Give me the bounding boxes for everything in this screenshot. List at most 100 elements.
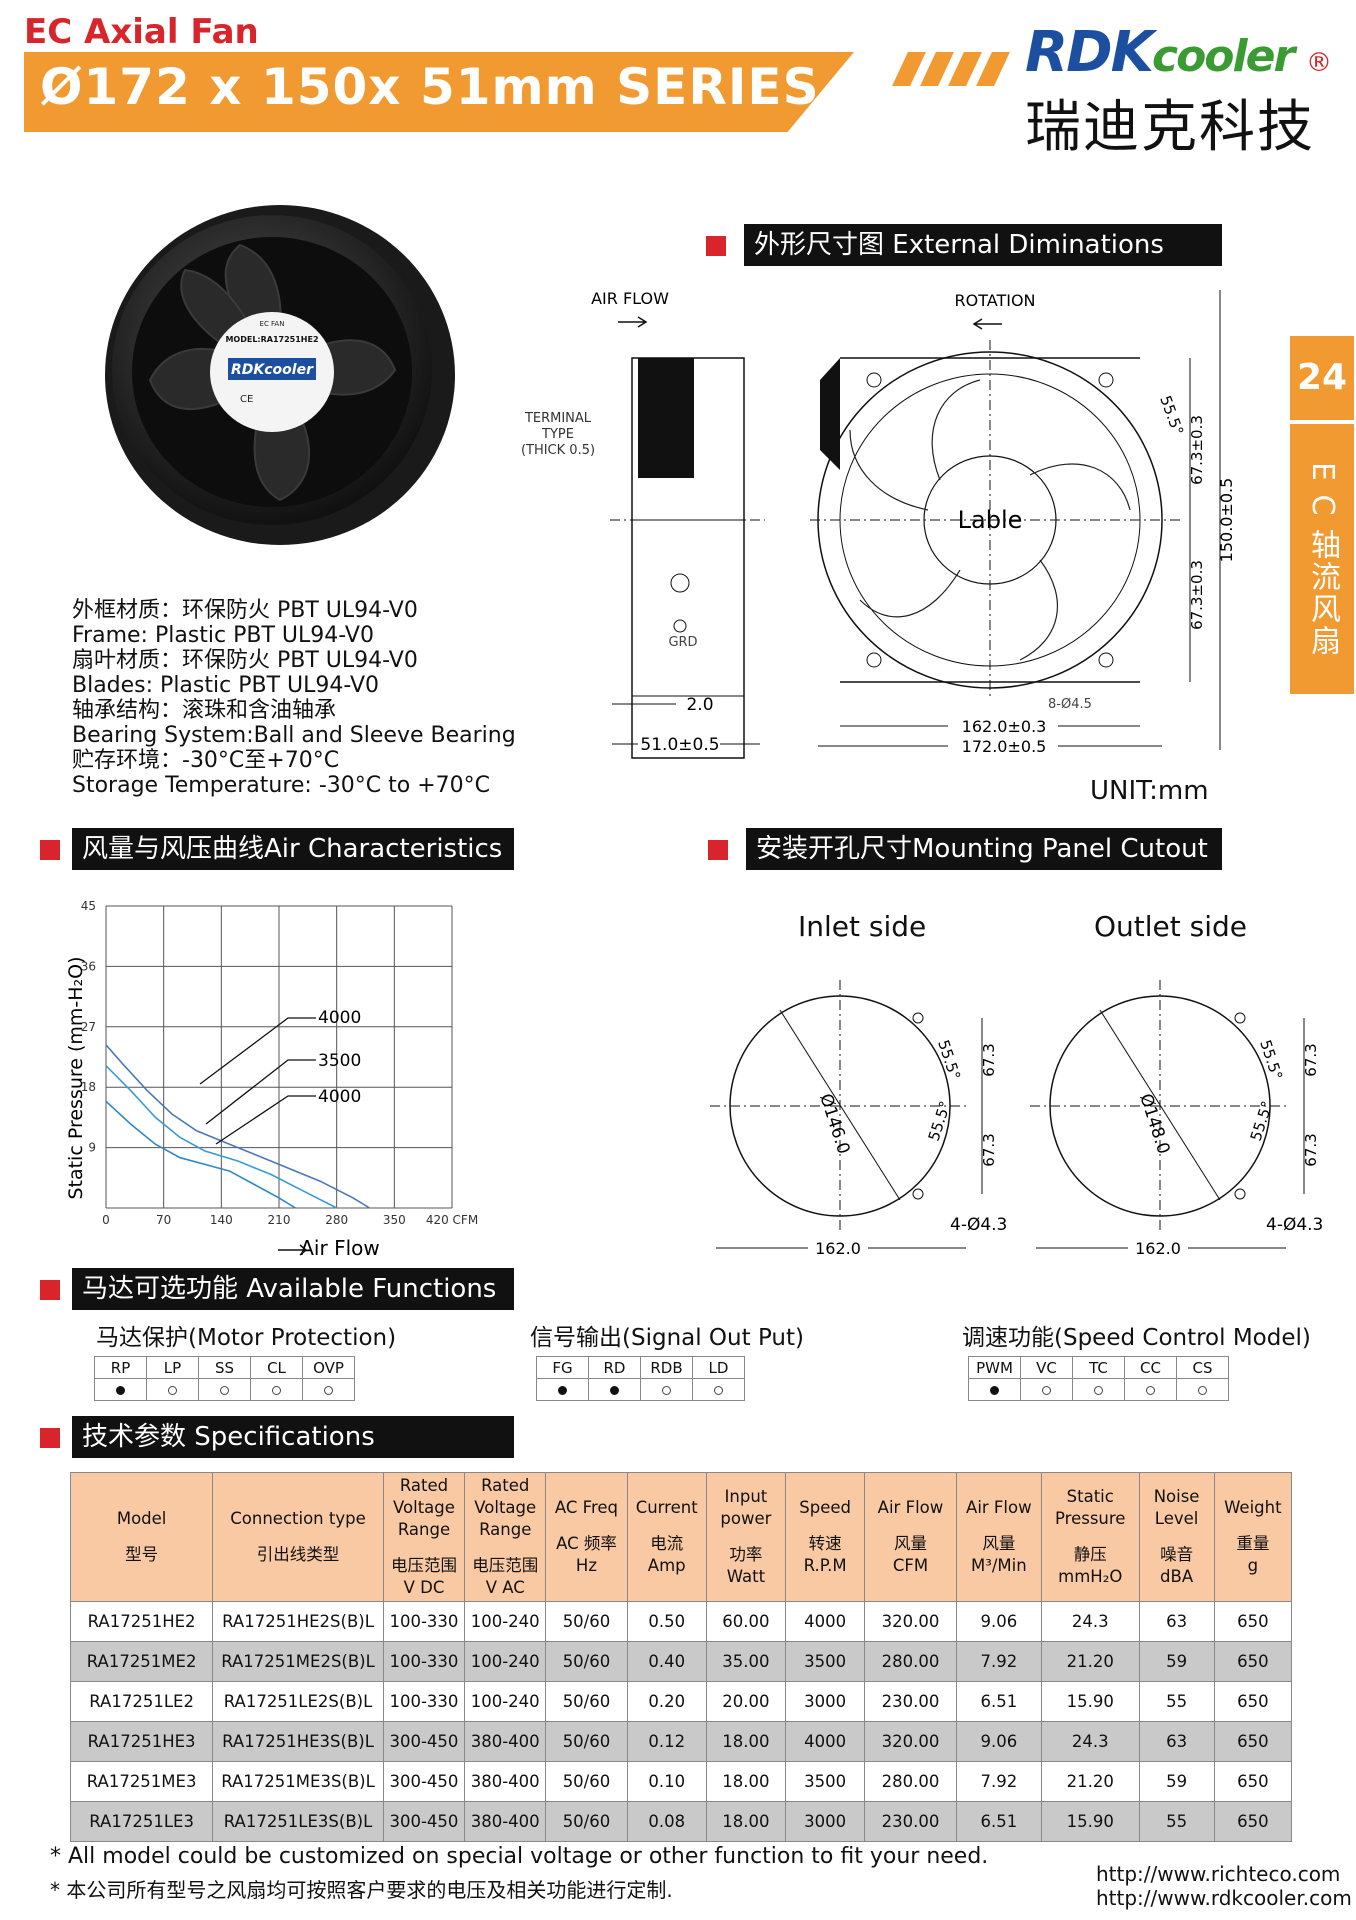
function-option-ld: LD [692,1356,745,1379]
spec-header-cn: 电流 [650,1534,684,1553]
section-marker [708,840,728,860]
table-cell: 230.00 [864,1681,957,1722]
table-cell: 100-240 [464,1601,547,1642]
function-option-cs: CS [1176,1356,1229,1379]
decor-stripe [948,52,982,86]
table-cell: RA17251HE2 [69,1601,214,1642]
table-cell: 0.12 [626,1721,707,1762]
filled-dot-icon [558,1385,567,1395]
chart-ylabel: Static Pressure (mm-H₂O) [65,956,87,1199]
empty-dot-icon [714,1385,723,1395]
fan-label-model: MODEL:RA17251HE2 [225,335,318,344]
table-cell: 21.20 [1040,1641,1140,1682]
spec-header-cn: 风量 [893,1534,927,1553]
table-cell: 24.3 [1040,1721,1140,1762]
series-line-3 [105,1100,296,1209]
function-indicator [588,1378,641,1401]
material-item: 扇叶材质：环保防火 PBT UL94-V0 [72,648,418,673]
function-option-pwm: PWM [968,1356,1021,1379]
outlet-half-top: 67.3 [1302,1043,1320,1076]
table-cell: RA17251HE3S(B)L [212,1721,384,1762]
section-marker [706,236,726,256]
section-air-characteristics: 风量与风压曲线Air Characteristics [72,828,514,870]
section-marker [40,1280,60,1300]
x-tick-label: 420 CFM [426,1213,478,1227]
function-indicator [536,1378,589,1401]
speed-control-title: 调速功能(Speed Control Model) [962,1325,1311,1351]
terminal-label: TYPE [541,427,574,442]
series-subtitle: EC Axial Fan [24,12,259,52]
function-indicator [1124,1378,1177,1401]
table-cell: 320.00 [864,1721,957,1762]
website-link[interactable]: http://www.rdkcooler.com [1096,1886,1352,1910]
empty-dot-icon [1146,1385,1155,1395]
table-cell: 50/60 [545,1601,628,1642]
function-indicator [640,1378,693,1401]
dim-172: 172.0±0.5 [962,737,1047,756]
brand-logo-rdk: RDK [1025,20,1154,85]
table-cell: 63 [1138,1601,1215,1642]
table-cell: 380-400 [464,1761,547,1802]
table-cell: 6.51 [955,1801,1042,1842]
spec-header-unit: Hz [575,1556,597,1575]
decor-stripe [920,52,954,86]
spec-header-cn: 引出线类型 [256,1545,340,1564]
outlet-half-bottom: 67.3 [1302,1133,1320,1166]
y-tick-label: 9 [88,1141,96,1155]
table-cell: 24.3 [1040,1601,1140,1642]
table-cell: 15.90 [1040,1681,1140,1722]
spec-header-en: Weight [1224,1498,1282,1517]
table-cell: 4000 [785,1601,866,1642]
table-cell: 18.00 [705,1721,787,1762]
dim-150: 150.0±0.5 [1217,478,1236,563]
registered-icon: ® [1306,48,1332,78]
ground-label: GRD [668,635,697,650]
inlet-side-label: Inlet side [798,910,927,943]
spec-header-cn: 电压范围 [472,1556,539,1575]
table-cell: 35.00 [705,1641,787,1682]
section-available-functions: 马达可选功能 Available Functions [72,1268,514,1310]
table-cell: 0.10 [626,1761,707,1802]
dim-holes: 8-Ø4.5 [1048,697,1092,712]
website-link[interactable]: http://www.richteco.com [1096,1862,1341,1886]
brand-logo-cooler: cooler [1152,31,1295,82]
spec-header-cn: 电压范围 [390,1556,457,1575]
inlet-half-bottom: 67.3 [980,1133,998,1166]
table-cell: 320.00 [864,1601,957,1642]
table-cell: 230.00 [864,1801,957,1842]
chart-xlabel: Air Flow [300,1236,379,1258]
inlet-diameter: Ø146.0 [815,1091,853,1156]
chart-annotation: 4000 [318,1087,361,1107]
function-option-cl: CL [250,1356,303,1379]
table-cell: 100-240 [464,1681,547,1722]
spec-header-unit: g [1247,1556,1259,1575]
inlet-angle-bottom: 55.5° [925,1099,955,1143]
spec-header-cn: 噪音 [1160,1545,1194,1564]
dim-162: 162.0±0.3 [962,717,1047,736]
table-cell: 280.00 [864,1641,957,1682]
table-cell: RA17251LE3 [69,1801,214,1842]
y-tick-label: 36 [81,959,96,973]
function-option-fg: FG [536,1356,589,1379]
function-option-rd: RD [588,1356,641,1379]
signal-output-title: 信号输出(Signal Out Put) [530,1325,804,1351]
empty-dot-icon [1094,1385,1103,1395]
inlet-holes: 4-Ø4.3 [950,1215,1007,1235]
function-indicator [1072,1378,1125,1401]
table-cell: 50/60 [545,1641,628,1682]
spec-header-unit: CFM [892,1556,929,1575]
table-cell: 9.06 [955,1721,1042,1762]
spec-header-unit: dBA [1160,1567,1194,1586]
x-tick-label: 70 [156,1213,171,1227]
chart-grid [105,905,453,1209]
